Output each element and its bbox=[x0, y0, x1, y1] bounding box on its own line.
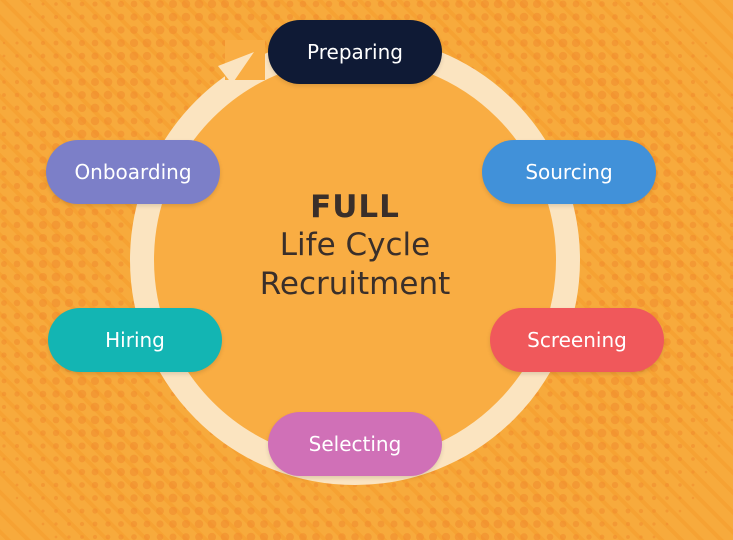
stage-selecting-label: Selecting bbox=[308, 432, 402, 456]
stage-preparing-label: Preparing bbox=[307, 40, 403, 64]
stage-screening: Screening bbox=[490, 308, 664, 372]
center-title: FULL Life Cycle Recruitment bbox=[215, 188, 495, 304]
stage-preparing: Preparing bbox=[268, 20, 442, 84]
center-circle bbox=[140, 45, 570, 475]
center-title-full: FULL bbox=[310, 189, 400, 225]
stage-screening-label: Screening bbox=[527, 328, 627, 352]
stage-sourcing: Sourcing bbox=[482, 140, 656, 204]
stage-hiring: Hiring bbox=[48, 308, 222, 372]
stage-onboarding: Onboarding bbox=[46, 140, 220, 204]
center-title-recruitment: Recruitment bbox=[259, 266, 451, 302]
stage-selecting: Selecting bbox=[268, 412, 442, 476]
center-title-life-cycle: Life Cycle bbox=[279, 227, 431, 263]
stage-sourcing-label: Sourcing bbox=[525, 160, 613, 184]
stage-hiring-label: Hiring bbox=[105, 328, 165, 352]
arrow-head-icon bbox=[218, 52, 254, 84]
stage-onboarding-label: Onboarding bbox=[74, 160, 192, 184]
